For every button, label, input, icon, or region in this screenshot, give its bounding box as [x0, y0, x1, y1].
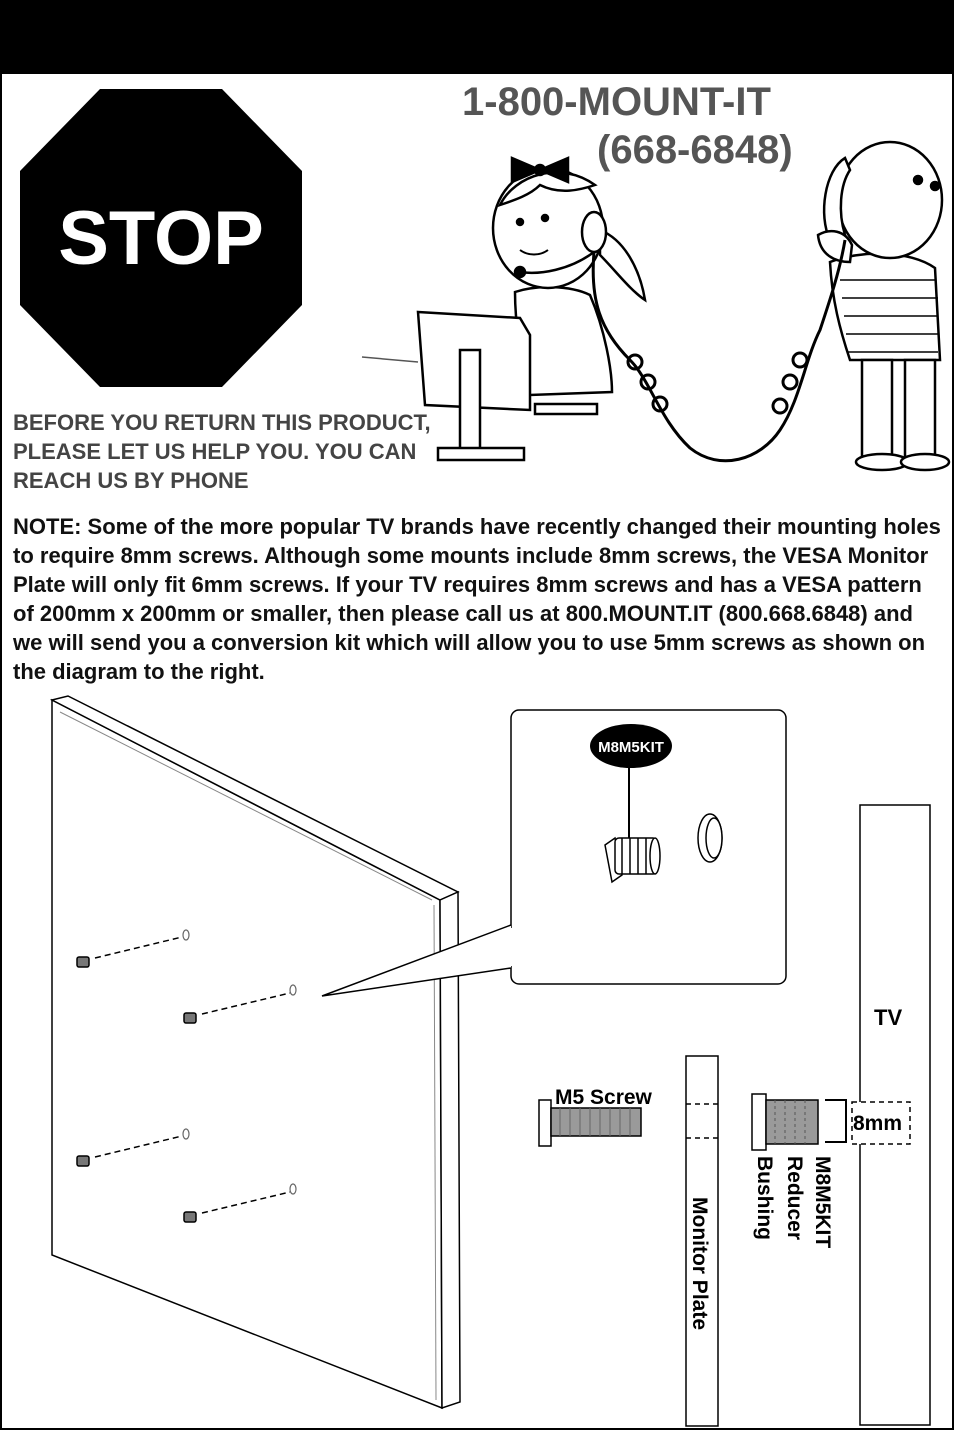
- screw-alignment-lines: [94, 936, 291, 1214]
- screw-icon: [183, 1211, 197, 1223]
- depth-label: 8mm: [853, 1112, 902, 1135]
- screw-icon: [183, 1012, 197, 1024]
- kit-badge-shape: [590, 724, 672, 768]
- phone-number: 1-800-MOUNT-IT: [462, 80, 771, 124]
- bushing-side-icon: [751, 1093, 819, 1151]
- m5-screw-icon: [538, 1099, 642, 1147]
- kit-badge-label: M8M5KIT: [598, 739, 664, 756]
- monitor-plate-cross-section: [685, 1055, 719, 1427]
- screw-icon: [76, 956, 90, 968]
- depth-bracket-icon: [825, 1099, 847, 1143]
- bushing-label-line3: Bushing: [753, 1156, 776, 1240]
- screw-icon: [76, 1155, 90, 1167]
- tv-screws: [76, 956, 197, 1223]
- tv-cross-section: [851, 804, 931, 1426]
- stop-sign: STOP: [20, 89, 302, 387]
- intro-text: BEFORE YOU RETURN THIS PRODUCT, PLEASE L…: [13, 410, 431, 493]
- monitor-plate-label: Monitor Plate: [688, 1197, 711, 1330]
- phone-number-digits: (668-6848): [597, 128, 793, 172]
- tv-panel-drawing: [49, 695, 461, 1410]
- caller-illustration: [816, 140, 951, 472]
- bushing-label-line1: M8M5KIT: [811, 1156, 834, 1248]
- phone-cord: [591, 239, 847, 463]
- top-banner: [0, 0, 954, 74]
- stop-label: STOP: [58, 195, 264, 281]
- tv-label: TV: [874, 1005, 902, 1030]
- note-text: NOTE: Some of the more popular TV brands…: [13, 514, 941, 684]
- support-agent-illustration: [491, 156, 647, 397]
- m5-screw-label: M5 Screw: [555, 1086, 653, 1109]
- tv-mount-holes: [182, 929, 297, 1195]
- bushing-label-line2: Reducer: [783, 1156, 806, 1240]
- reducer-bushing-icon: [604, 836, 661, 884]
- computer-monitor-illustration: [416, 310, 599, 462]
- stop-octagon-icon: [20, 89, 302, 387]
- threaded-hole-icon: [697, 813, 723, 863]
